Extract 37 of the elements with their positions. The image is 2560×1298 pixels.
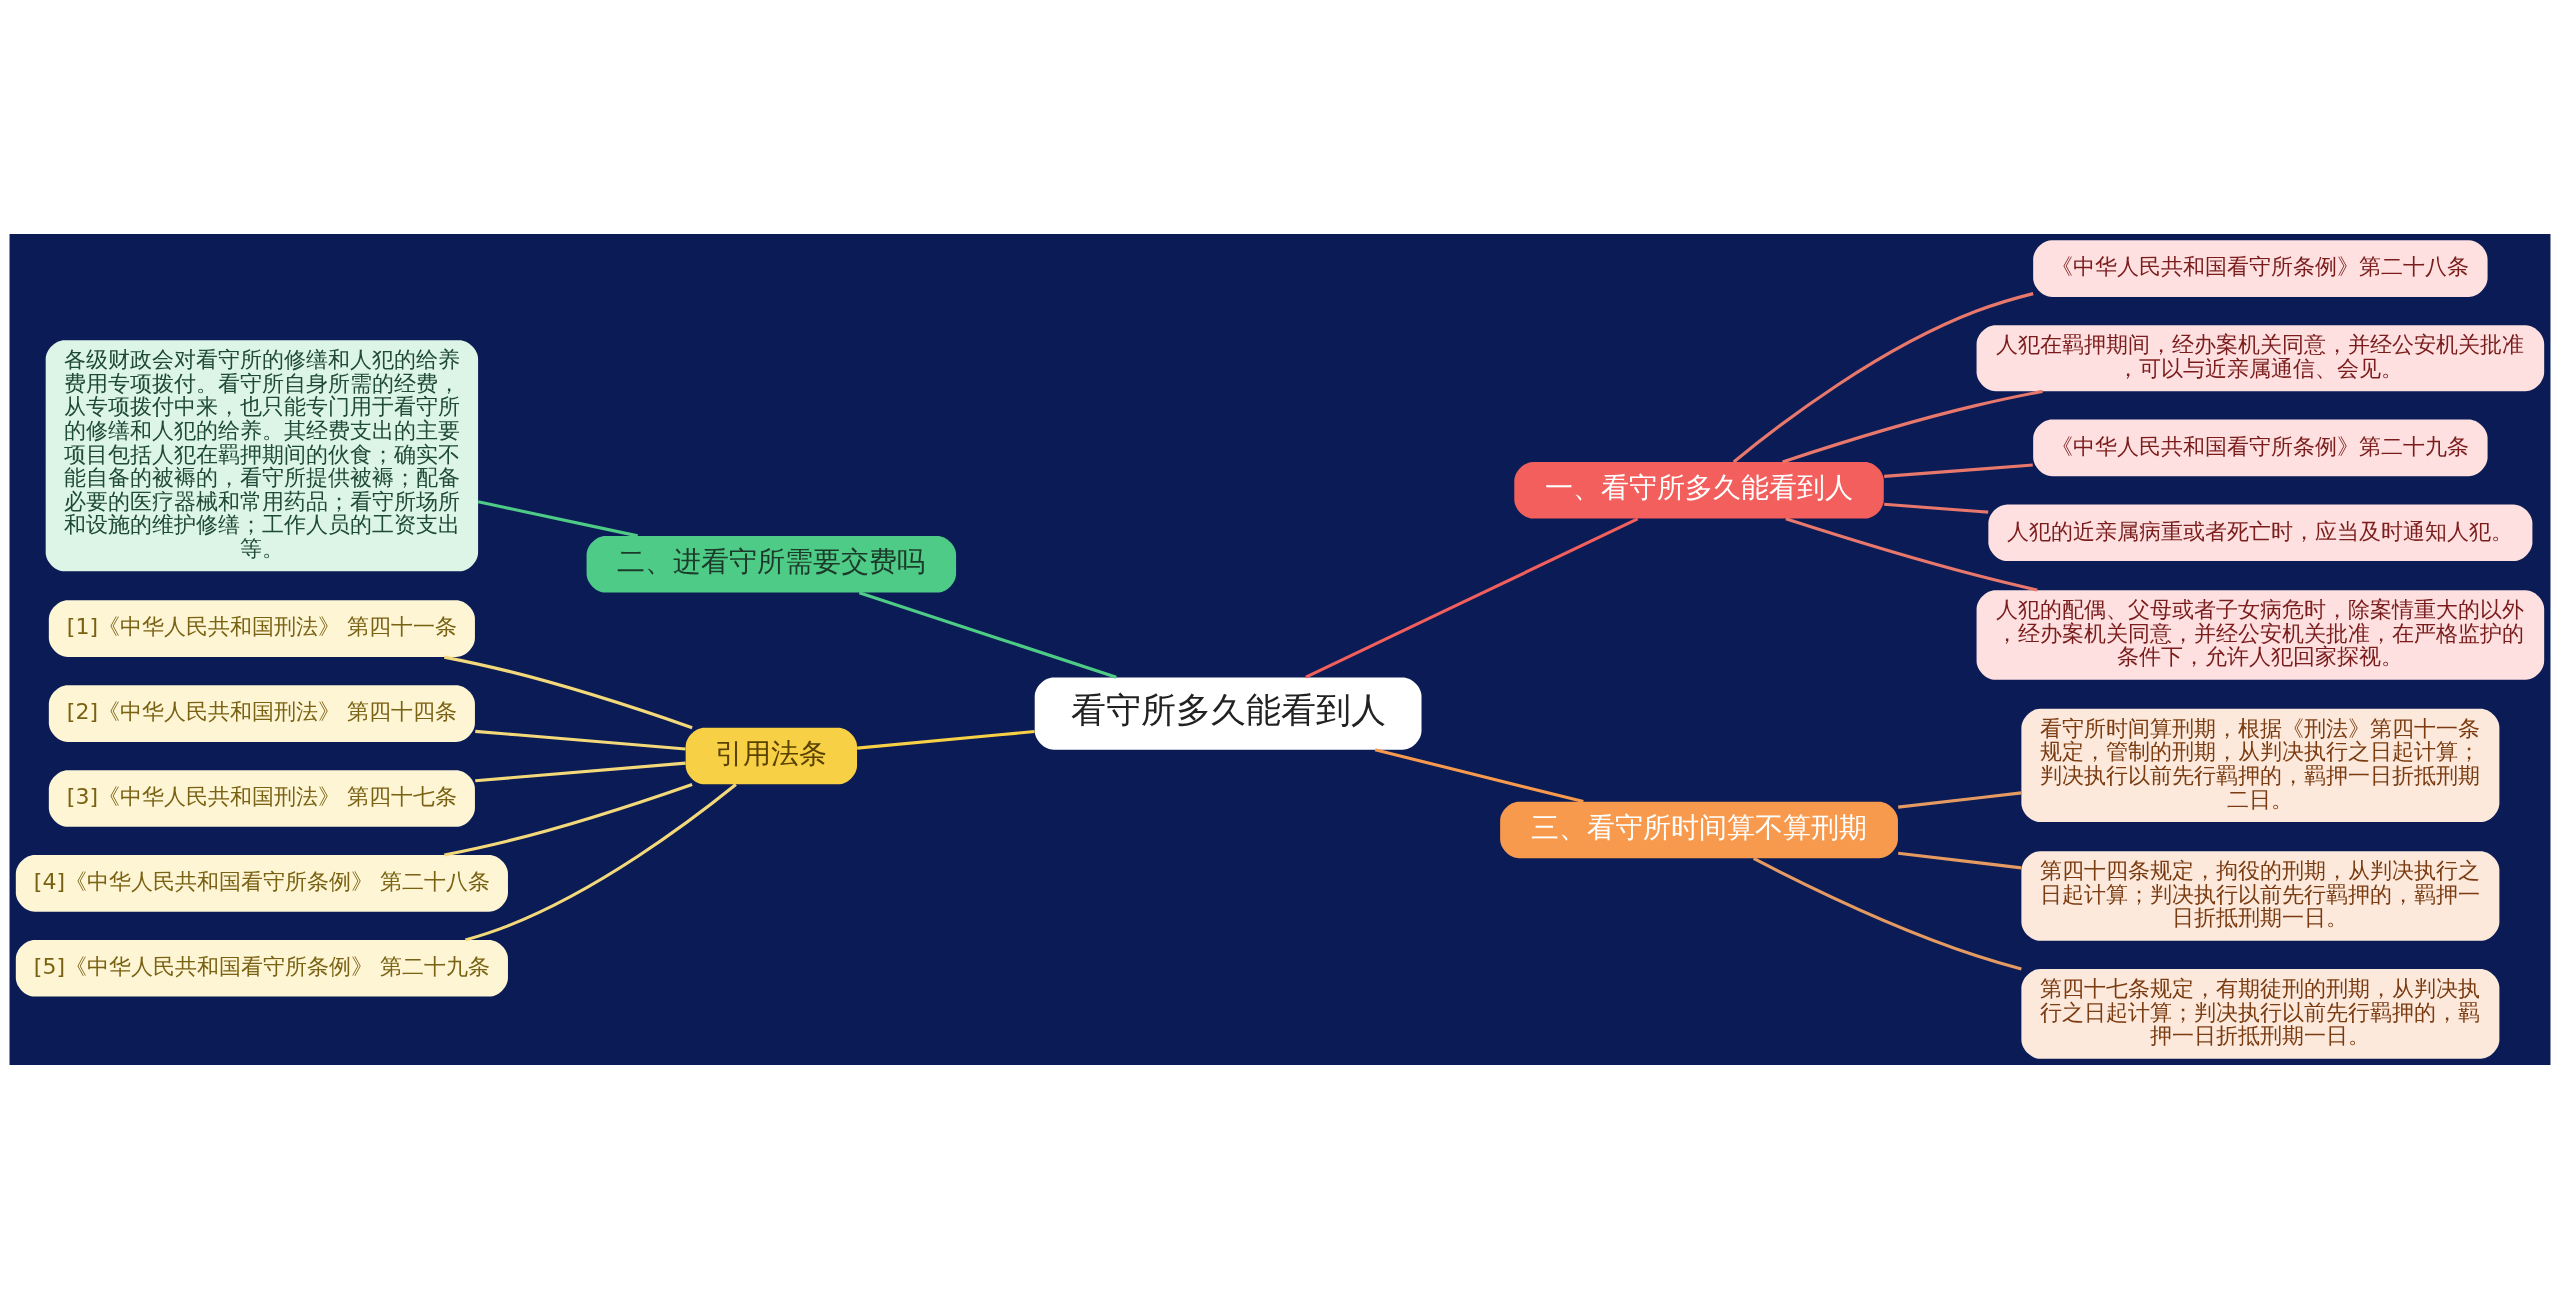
node-box: [1]《中华人民共和国刑法》 第四十一条 [48, 599, 475, 657]
connector [858, 590, 1117, 679]
connector [1785, 516, 2038, 592]
connector [1374, 747, 1584, 803]
connector [1898, 790, 2022, 809]
connector [444, 782, 693, 856]
node-box: 《中华人民共和国看守所条例》第二十九条 [2033, 419, 2488, 476]
connector [1884, 502, 1989, 514]
node-box: [5]《中华人民共和国看守所条例》 第二十九条 [15, 939, 508, 997]
connector [1305, 516, 1639, 679]
node-box: 看守所多久能看到人 [1034, 676, 1422, 750]
connector [857, 729, 1035, 750]
connector [1884, 462, 2033, 478]
node-box: 人犯的近亲属病重或者死亡时，应当及时通知人犯。 [1988, 503, 2533, 561]
node-box: 三、看守所时间算不算刑期 [1500, 801, 1898, 858]
node-box: [3]《中华人民共和国刑法》 第四十七条 [48, 769, 475, 827]
node-box: 引用法条 [685, 727, 858, 784]
node-box: [2]《中华人民共和国刑法》 第四十四条 [48, 684, 475, 742]
connector [1732, 291, 2034, 463]
node-box: 人犯在羁押期间，经办案机关同意，并经公安机关批准，可以与近亲属通信、会见。 [1976, 324, 2545, 391]
connector [1752, 856, 2022, 971]
connector [464, 782, 737, 941]
node-box: 第四十四条规定，拘役的刑期，从判决执行之日起计算；判决执行以前先行羁押的，羁押一日折抵刑期一日。 [2021, 850, 2500, 941]
node-box: 第四十七条规定，有期徒刑的刑期，从判决执行之日起计算；判决执行以前先行羁押的，羁押一日折抵刑期一日。 [2021, 968, 2500, 1059]
connector [477, 499, 638, 537]
connector [1782, 389, 2043, 463]
node-box: [4]《中华人民共和国看守所条例》 第二十八条 [15, 854, 508, 912]
connector [444, 655, 693, 729]
connector [475, 761, 686, 782]
node-box: 看守所时间算刑期，根据《刑法》第四十一条规定，管制的刑期，从判决执行之日起计算；判决执行以前先行羁押的，羁押一日折抵刑期二日。 [2021, 708, 2500, 822]
node-box: 一、看守所多久能看到人 [1514, 461, 1884, 519]
connector [475, 729, 686, 751]
node-box: 各级财政会对看守所的修缮和人犯的给养费用专项拨付。看守所自身所需的经费，从专项拨付中来，也只能专门用于看守所的修缮和人犯的给养。其经费支出的主要项目包括人犯在羁押期间的伙食；确实不能自备的被褥的，看守所提供被褥；配备必要的医疗器械和常用药品；看守所场所和设施的维护修缮；工作人员的工资支出等。 [45, 339, 479, 571]
node-box: 人犯的配偶、父母或者子女病危时，除案情重大的以外，经办案机关同意，并经公安机关批准，在严格监护的条件下，允许人犯回家探视。 [1976, 589, 2545, 680]
connector [1898, 851, 2022, 869]
node-box: 二、进看守所需要交费吗 [586, 535, 957, 592]
node-box: 《中华人民共和国看守所条例》第二十八条 [2033, 239, 2488, 297]
